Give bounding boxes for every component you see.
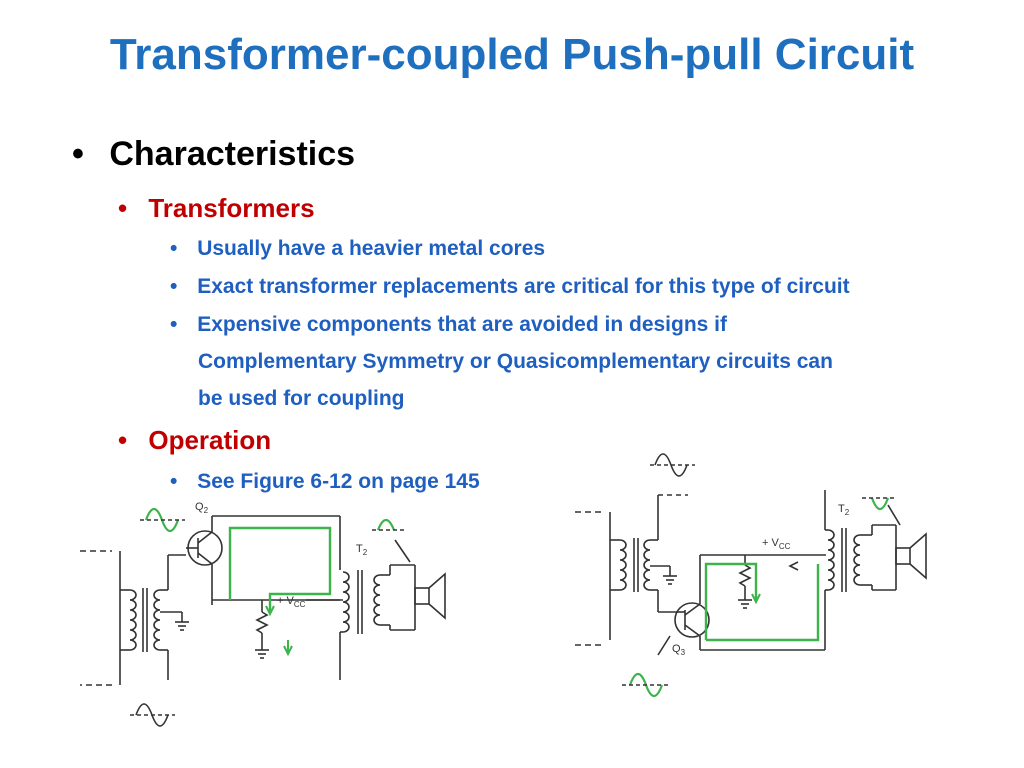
- bullet-transformers: • Transformers: [118, 193, 315, 224]
- sub-bullet-text: be used for coupling: [198, 387, 405, 410]
- sub-bullet-continuation: be used for coupling: [198, 380, 405, 417]
- left-circuit: [80, 507, 446, 727]
- current-flow-path: [704, 562, 820, 642]
- t2-label-right: T2: [838, 503, 850, 517]
- t2-label-left: T2: [356, 543, 368, 557]
- sine-wave-icon: [376, 518, 396, 531]
- coil-icon: [129, 589, 137, 651]
- sub-bullet: • See Figure 6-12 on page 145: [170, 463, 480, 500]
- sub-bullet-text: Complementary Symmetry or Quasicomplemen…: [198, 350, 833, 373]
- bullet-label: Operation: [148, 425, 272, 455]
- sub-bullet-text: Exact transformer replacements are criti…: [197, 275, 850, 298]
- right-circuit: [575, 453, 927, 698]
- bullet-dot: •: [170, 237, 178, 260]
- sub-bullet-text: See Figure 6-12 on page 145: [197, 470, 480, 493]
- bullet-dot: •: [118, 425, 128, 455]
- q3-label: Q3: [672, 643, 686, 657]
- bullet-operation: • Operation: [118, 425, 271, 456]
- current-flow-path: [228, 526, 332, 612]
- bullet-dot: •: [170, 313, 178, 336]
- sub-bullet-text: Usually have a heavier metal cores: [197, 237, 546, 260]
- sine-wave-icon: [870, 497, 890, 511]
- speaker-icon: [414, 587, 430, 605]
- sub-bullet: • Usually have a heavier metal cores: [170, 230, 545, 267]
- vcc-label-left: + VCC: [277, 595, 306, 609]
- bullet-dot: •: [72, 135, 84, 173]
- sub-bullet-continuation: Complementary Symmetry or Quasicomplemen…: [198, 343, 833, 380]
- sub-bullet-text: Expensive components that are avoided in…: [197, 313, 728, 336]
- bullet-characteristics: • Characteristics: [72, 135, 355, 174]
- bullet-dot: •: [170, 470, 178, 493]
- slide-title: Transformer-coupled Push-pull Circuit: [109, 30, 915, 79]
- q2-label: Q2: [195, 501, 209, 515]
- vcc-label-right: + VCC: [762, 537, 791, 551]
- bullet-label: Transformers: [148, 193, 315, 223]
- bullet-dot: •: [118, 193, 128, 223]
- speaker-icon: [895, 547, 911, 565]
- bullet-dot: •: [170, 275, 178, 298]
- resistor-icon: [255, 611, 269, 634]
- bullet-label: Characteristics: [109, 135, 356, 173]
- sub-bullet: • Exact transformer replacements are cri…: [170, 268, 850, 305]
- sub-bullet: • Expensive components that are avoided …: [170, 306, 727, 343]
